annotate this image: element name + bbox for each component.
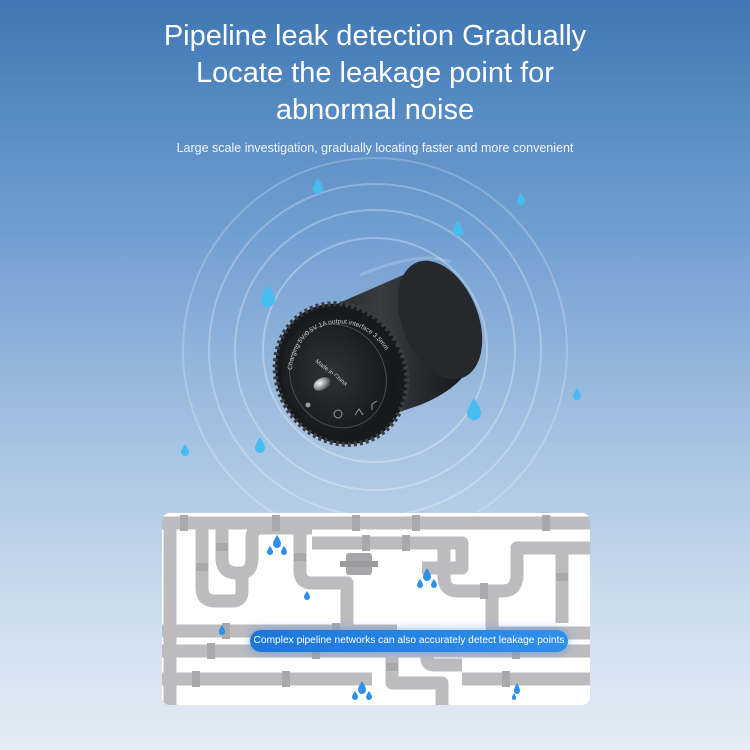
- leak-spray-icon: [352, 681, 372, 700]
- headline-line-1: Pipeline leak detection Gradually: [163, 20, 587, 52]
- leak-spray-icon: [512, 683, 520, 700]
- pipeline-network-illustration: [162, 515, 590, 705]
- water-droplet-icon: [255, 437, 265, 453]
- water-droplet-icon: [467, 398, 481, 420]
- leak-spray-icon: [417, 568, 437, 588]
- leak-spray-icon: [304, 591, 310, 600]
- headline-line-3: abnormal noise: [275, 94, 475, 126]
- water-droplet-icon: [517, 193, 525, 205]
- headline: Pipeline leak detection Gradually Locate…: [0, 18, 750, 129]
- water-droplet-icon: [261, 285, 275, 307]
- water-droplet-icon: [313, 178, 323, 194]
- recycle-icon: [333, 409, 343, 419]
- fc-mark-icon: [371, 400, 378, 410]
- ce-mark-icon: [354, 408, 364, 416]
- headline-line-2: Locate the leakage point for: [196, 57, 554, 89]
- leak-spray-icon: [219, 625, 225, 635]
- pipeline-network-panel: [162, 513, 590, 705]
- water-droplet-icon: [181, 444, 189, 456]
- subheadline: Large scale investigation, gradually loc…: [176, 141, 574, 155]
- water-droplet-icon: [453, 220, 463, 236]
- leak-spray-icon: [267, 535, 287, 555]
- pipeline-caption-pill: Complex pipeline networks can also accur…: [250, 630, 568, 652]
- water-droplet-icon: [573, 388, 581, 400]
